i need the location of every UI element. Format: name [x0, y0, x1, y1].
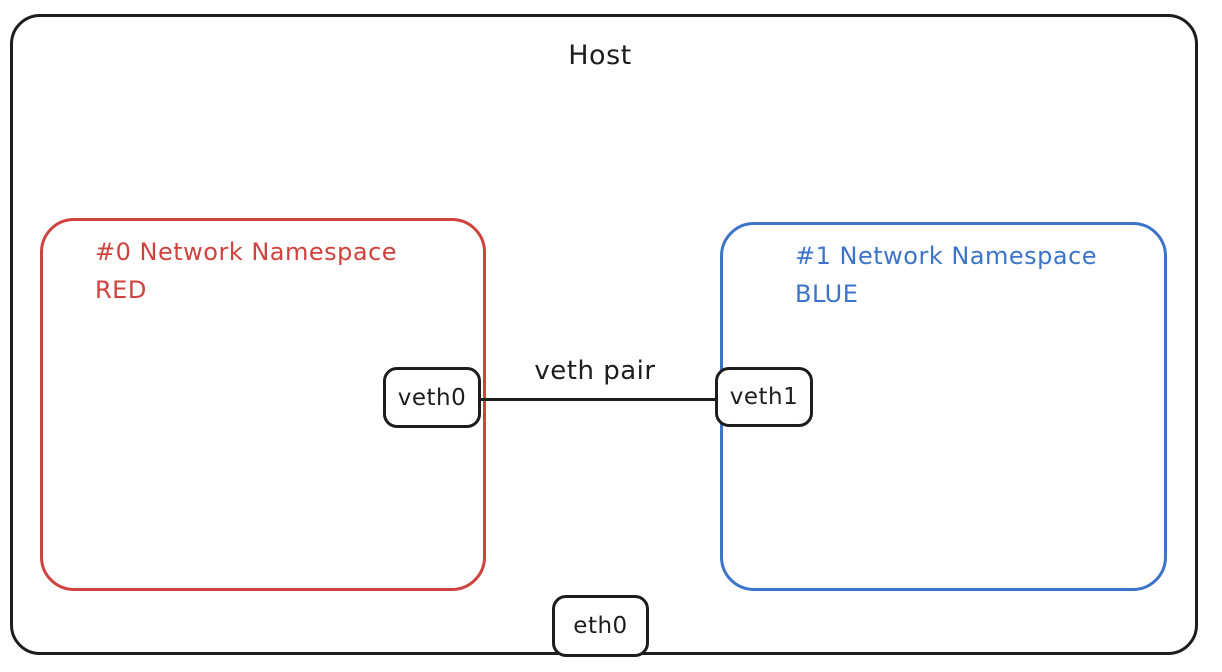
interface-box-veth0: veth0 — [383, 367, 481, 428]
namespace-box-red: #0 Network Namespace RED — [40, 218, 486, 591]
veth-pair-connector-line — [480, 398, 718, 401]
interface-box-eth0: eth0 — [552, 595, 649, 657]
namespace-blue-subtitle: BLUE — [795, 280, 859, 308]
veth-pair-label: veth pair — [534, 356, 656, 386]
namespace-blue-title: #1 Network Namespace — [795, 242, 1098, 270]
host-label: Host — [568, 40, 632, 71]
namespace-blue-label: #1 Network Namespace BLUE — [795, 237, 1097, 313]
interface-box-veth1: veth1 — [715, 367, 813, 427]
namespace-red-title: #0 Network Namespace — [95, 238, 398, 266]
namespace-red-subtitle: RED — [95, 276, 147, 304]
namespace-red-label: #0 Network Namespace RED — [95, 233, 397, 309]
